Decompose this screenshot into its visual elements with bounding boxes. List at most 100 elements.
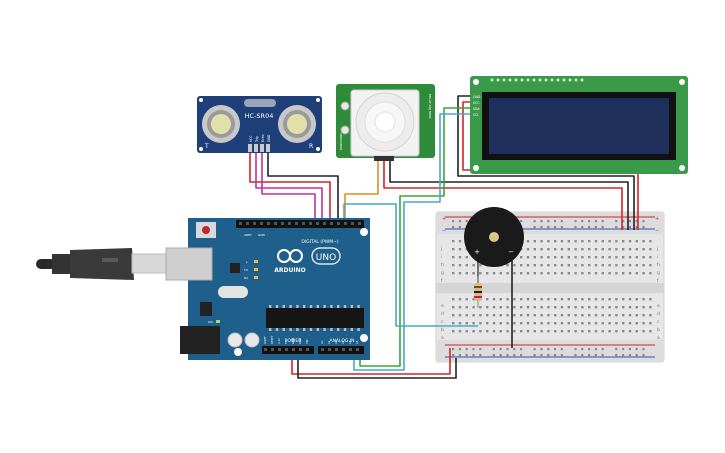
lcd-pin bbox=[556, 78, 560, 82]
breadboard-hole bbox=[479, 272, 482, 275]
breadboard-hole bbox=[601, 248, 604, 251]
rail-hole bbox=[547, 226, 550, 229]
header-hole bbox=[335, 348, 338, 351]
chip-pin bbox=[275, 328, 279, 331]
ultrasonic-pin-label: Trig bbox=[255, 136, 259, 143]
led-tx-label: TX bbox=[243, 268, 248, 272]
breadboard-hole bbox=[594, 248, 598, 251]
header-hole bbox=[316, 222, 319, 225]
breadboard-hole bbox=[506, 306, 509, 309]
wire-lcd-scl bbox=[353, 113, 470, 371]
rail-hole bbox=[540, 348, 543, 351]
rail-hole bbox=[601, 348, 604, 351]
breadboard-hole bbox=[492, 306, 496, 309]
breadboard-hole bbox=[628, 272, 632, 275]
breadboard-hole bbox=[615, 256, 618, 259]
breadboard-hole bbox=[465, 314, 468, 317]
rail-hole bbox=[642, 348, 645, 351]
led-on-label: ON bbox=[208, 320, 213, 324]
breadboard-hole bbox=[547, 272, 550, 275]
breadboard-hole bbox=[506, 272, 509, 275]
breadboard-hole bbox=[458, 256, 462, 259]
breadboard-hole bbox=[642, 248, 645, 251]
breadboard-hole bbox=[506, 322, 509, 325]
lcd-pin bbox=[544, 78, 548, 82]
breadboard-hole bbox=[635, 322, 638, 325]
breadboard-hole bbox=[458, 272, 462, 275]
breadboard-hole bbox=[649, 256, 652, 259]
mount-hole bbox=[234, 348, 242, 356]
breadboard-hole bbox=[567, 240, 570, 243]
breadboard-hole bbox=[601, 298, 604, 301]
breadboard-hole bbox=[628, 306, 632, 309]
wire-ultrasonic-echo bbox=[261, 150, 316, 224]
rail-hole bbox=[554, 348, 557, 351]
breadboard-hole bbox=[540, 298, 543, 301]
pir-potentiometer-sens[interactable] bbox=[340, 125, 350, 135]
lcd-display: GND VCC SDA SCL bbox=[470, 76, 688, 174]
pir-potentiometer-delay[interactable] bbox=[340, 101, 350, 111]
breadboard-hole bbox=[608, 264, 611, 267]
digital-header-holes bbox=[239, 222, 361, 225]
breadboard-row-letter: j bbox=[656, 246, 658, 252]
breadboard-hole bbox=[540, 272, 543, 275]
breadboard-hole bbox=[560, 314, 564, 317]
rail-plus-label-right: + bbox=[655, 216, 659, 222]
breadboard-hole bbox=[608, 272, 611, 275]
breadboard-hole bbox=[615, 306, 618, 309]
breadboard-hole bbox=[628, 240, 632, 243]
resistor bbox=[474, 276, 482, 308]
reset-button-cap[interactable] bbox=[202, 226, 210, 234]
rail-hole bbox=[574, 354, 577, 357]
breadboard-hole bbox=[465, 272, 468, 275]
rail-hole bbox=[492, 354, 495, 357]
breadboard-hole bbox=[506, 314, 509, 317]
mount-hole bbox=[316, 147, 320, 151]
breadboard-row-letter: f bbox=[657, 278, 659, 284]
pir-header bbox=[374, 156, 394, 161]
breadboard-hole bbox=[465, 264, 468, 267]
header-hole bbox=[246, 222, 249, 225]
breadboard-hole bbox=[547, 264, 550, 267]
mount-hole bbox=[473, 79, 479, 85]
breadboard-hole bbox=[526, 272, 530, 275]
breadboard-hole bbox=[574, 306, 577, 309]
breadboard-hole bbox=[526, 314, 530, 317]
rail-hole bbox=[472, 348, 475, 351]
rail-hole bbox=[458, 220, 461, 223]
breadboard-hole bbox=[622, 264, 625, 267]
breadboard-hole bbox=[588, 298, 591, 301]
breadboard-hole bbox=[533, 272, 536, 275]
wire-lcd-vcc bbox=[462, 101, 639, 230]
breadboard-hole bbox=[540, 248, 543, 251]
ultrasonic-pin-label: GND bbox=[267, 134, 271, 142]
breadboard-hole bbox=[533, 314, 536, 317]
breadboard-row-letter: h bbox=[441, 262, 444, 268]
breadboard-hole bbox=[588, 330, 591, 333]
lcd-pin bbox=[496, 78, 500, 82]
power-header-holes bbox=[264, 348, 359, 351]
header-hole bbox=[328, 348, 331, 351]
breadboard-row-letter: b bbox=[657, 327, 660, 333]
header-hole bbox=[267, 222, 270, 225]
rail-hole bbox=[635, 226, 638, 229]
piezo-buzzer: + − bbox=[464, 207, 524, 267]
breadboard-hole bbox=[622, 240, 625, 243]
usb-b-port-housing bbox=[165, 247, 213, 281]
rail-hole bbox=[588, 354, 591, 357]
breadboard-hole bbox=[567, 298, 570, 301]
breadboard-hole bbox=[452, 264, 455, 267]
voltage-regulator bbox=[200, 302, 212, 316]
breadboard-hole bbox=[622, 314, 625, 317]
breadboard-hole bbox=[540, 256, 543, 259]
breadboard-hole bbox=[581, 314, 584, 317]
lcd-pin bbox=[550, 78, 554, 82]
breadboard-hole bbox=[615, 240, 618, 243]
breadboard-hole bbox=[642, 240, 645, 243]
header-hole bbox=[281, 222, 284, 225]
rail-hole bbox=[506, 354, 509, 357]
breadboard-hole bbox=[520, 264, 523, 267]
breadboard-hole bbox=[458, 322, 462, 325]
wire-pir-vcc bbox=[383, 160, 623, 230]
breadboard-hole bbox=[574, 322, 577, 325]
